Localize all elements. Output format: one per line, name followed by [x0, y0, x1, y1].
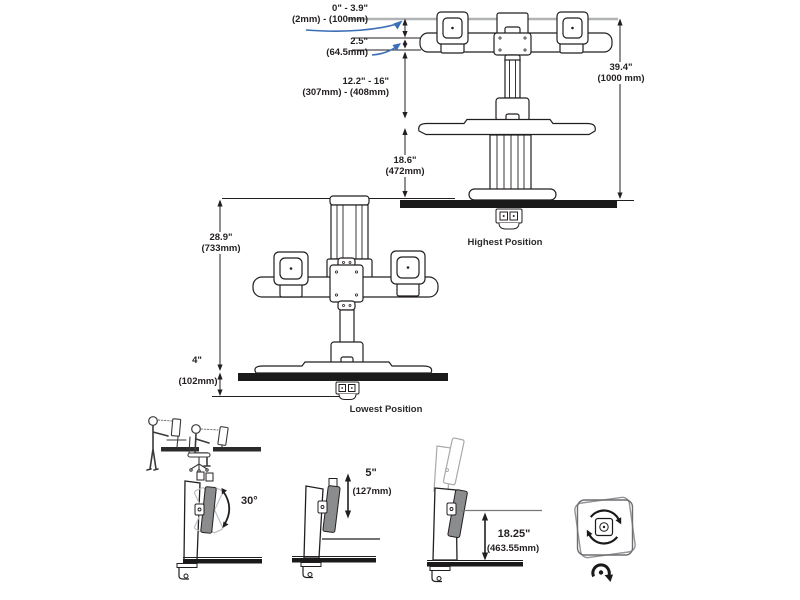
keyboard-tray [254, 361, 433, 374]
dim-overall-height-label: 39.4" (1000 mm) [595, 62, 647, 84]
dim-clamp-capacity-inches-label: 4" [192, 355, 202, 366]
lower-column [330, 309, 364, 366]
desk-side [292, 558, 376, 563]
column-side [303, 485, 324, 559]
inches-value: 0" - 3.9" [332, 3, 368, 14]
tray-lift-inches-label: 18.25" [497, 528, 531, 540]
dim-crossbar-to-tray-label: 12.2" - 16" (307mm) - (408mm) [302, 76, 389, 98]
standing-desk [161, 447, 199, 452]
tilt-angle-label: 30° [241, 495, 258, 507]
dim-clamp-capacity-metric-label: (102mm) [178, 376, 218, 387]
lift-arrow [344, 473, 352, 519]
tilt-30-diagram [176, 471, 262, 580]
tilt-arc-arrow [221, 488, 231, 528]
c-clamp-icon [176, 563, 198, 580]
inches-value: 2.5" [350, 36, 368, 47]
vesa-plate-left-icon [436, 11, 469, 45]
vesa-plate-right-icon [556, 11, 589, 45]
rotation-arrows [586, 509, 622, 545]
base-pedestal [468, 188, 557, 201]
dim-tray-height-label: 18.6" (472mm) [383, 155, 427, 177]
metric-value: (1000 mm) [597, 73, 645, 84]
metric-value: (2mm) - (100mm) [291, 14, 368, 25]
vesa-plate-center-icon [594, 517, 614, 537]
center-mount-plate [329, 257, 364, 311]
vesa-plate-left-icon [273, 251, 309, 286]
telescoping-column [489, 134, 532, 191]
leader-arrows [305, 20, 403, 56]
sitting-desk [213, 447, 261, 452]
sitting-sightline [200, 428, 219, 431]
lowest-position-diagram [212, 195, 455, 400]
rotate-glyph-icon [591, 563, 613, 582]
dim-monitor-height-adjust-label: 0" - 3.9" (2mm) - (100mm) [292, 3, 368, 25]
lift-column [495, 59, 530, 123]
standing-sightline [157, 419, 173, 422]
desk-side [427, 562, 523, 567]
monitor-lift-metric-label: (127mm) [352, 486, 392, 497]
sit-stand-illustration [146, 416, 261, 473]
c-clamp-icon [300, 562, 322, 579]
desk-side [183, 559, 262, 564]
office-chair-icon [187, 436, 211, 473]
c-clamp-icon [429, 566, 451, 583]
lowest-position-caption: Lowest Position [349, 404, 423, 415]
height-arrow [481, 512, 489, 561]
monitor-lift-inches-label: 5" [365, 467, 377, 479]
metric-value: (64.5mm) [326, 47, 368, 58]
ghost-raised-position [433, 437, 465, 492]
dimension-lines [212, 199, 342, 397]
dual-monitor-head [419, 11, 613, 64]
desk-surface [400, 200, 617, 208]
desk-clamp-icon [495, 208, 523, 230]
highest-position-caption: Highest Position [467, 237, 543, 248]
monitor-lift-diagram [292, 473, 380, 579]
sitting-workstation [217, 426, 229, 448]
standing-height-diagram [427, 437, 542, 583]
metric-value: (733mm) [201, 243, 241, 254]
standing-workstation [166, 418, 187, 448]
dim-vesa-offset-label: 2.5" (64.5mm) [326, 36, 368, 58]
vesa-plate-right-icon [390, 250, 426, 285]
standing-person [146, 416, 169, 471]
center-mount-plate [493, 12, 532, 64]
inches-value: 39.4" [609, 62, 633, 73]
desk-surface [238, 373, 448, 381]
inches-value: 18.6" [393, 155, 417, 166]
screen-rotation-icon [574, 496, 636, 582]
keyboard-tray [418, 118, 596, 136]
tray-lift-metric-label: (463.55mm) [486, 543, 540, 554]
sitting-person [191, 424, 211, 467]
metric-value: (307mm) - (408mm) [302, 87, 389, 98]
inches-value: 28.9" [209, 232, 233, 243]
dim-column-height-label: 28.9" (733mm) [199, 232, 243, 254]
dual-monitor-head [252, 250, 439, 311]
inches-value: 12.2" - 16" [342, 76, 389, 87]
desk-clamp-icon [335, 381, 360, 400]
metric-value: (472mm) [385, 166, 425, 177]
